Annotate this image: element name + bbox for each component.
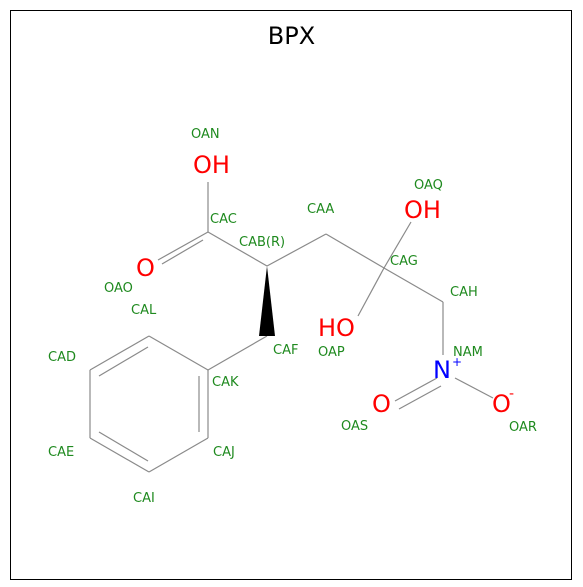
ring-bond-2	[89, 335, 150, 371]
atom-label-caf: CAF	[273, 343, 298, 358]
atom-labels: OAN CAC CAA OAQ CAB(R) CAG OAO CAH CAL O…	[48, 127, 537, 506]
bonds	[89, 182, 494, 473]
bond-caa-cag	[325, 233, 385, 269]
o-carbonyl-label: O	[136, 254, 155, 282]
atom-label-cae: CAE	[48, 445, 74, 460]
bond-caf-cak	[207, 335, 268, 371]
atom-label-cab: CAB(R)	[239, 235, 285, 250]
ring-inner-bond-1	[98, 346, 149, 377]
bond-cac-o-double-b	[161, 239, 204, 265]
ring-bond-5	[148, 437, 209, 473]
atom-label-caa: CAA	[307, 202, 334, 217]
bond-cac-cab	[207, 231, 268, 267]
wedge-bond-cab-caf	[259, 266, 275, 336]
o-oas-label: O	[372, 390, 391, 418]
atom-label-oan: OAN	[191, 127, 220, 142]
atom-label-oas: OAS	[341, 419, 368, 434]
atom-label-oar: OAR	[509, 420, 537, 435]
molecule-title: BPX	[267, 22, 316, 50]
o-oar-label: O	[492, 390, 511, 418]
n-nitro-label: N	[433, 356, 451, 384]
atom-label-oap: OAP	[318, 345, 345, 360]
atom-label-cag: CAG	[390, 254, 418, 269]
bond-nam-oas-a	[394, 377, 438, 402]
bond-nam-oar	[454, 377, 494, 399]
atom-label-cah: CAH	[450, 285, 478, 300]
bond-cag-cah	[383, 267, 444, 303]
atom-label-cac: CAC	[210, 212, 237, 227]
bond-cag-oh-oap	[357, 267, 385, 317]
atom-label-cak: CAK	[212, 375, 239, 390]
bond-cac-o-double-a	[157, 231, 209, 261]
atom-label-caj: CAJ	[213, 445, 235, 460]
atom-label-cai: CAI	[133, 491, 155, 506]
oh-acid-label: OH	[193, 151, 230, 179]
o-charge-label: -	[509, 386, 514, 402]
bond-nam-oas-b	[398, 385, 442, 410]
atom-label-cad: CAD	[48, 350, 76, 365]
atom-label-cal: CAL	[131, 303, 157, 318]
oh-oaq-label: OH	[404, 196, 441, 224]
diagram-frame	[10, 10, 572, 580]
ho-oap-label: HO	[318, 314, 355, 342]
ring-inner-bond-2	[98, 431, 149, 462]
heteroatoms: OH O OH HO N + O O -	[136, 151, 514, 418]
atom-label-oao: OAO	[104, 281, 133, 296]
bond-cag-oh-oaq	[383, 221, 412, 269]
ring-bond-1	[148, 335, 209, 371]
atom-label-nam: NAM	[453, 345, 483, 360]
atom-label-oaq: OAQ	[414, 178, 443, 193]
ring-bond-4	[89, 437, 150, 473]
bond-cab-caa	[266, 233, 327, 267]
n-charge-label: +	[452, 355, 462, 369]
